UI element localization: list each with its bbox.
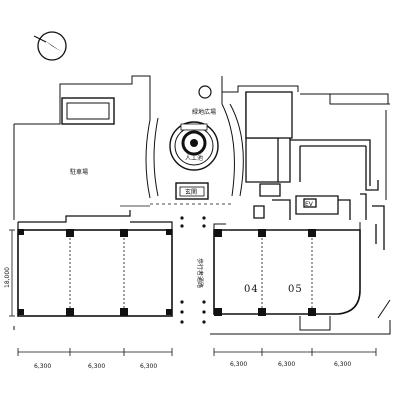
bay-dimension-east-3: 6,300 (334, 361, 351, 368)
bay-dimension-east-2: 6,300 (278, 361, 295, 368)
bay-dimension-east-1: 6,300 (230, 361, 247, 368)
tree-symbol-icon (198, 85, 212, 99)
bay-dimensions-east (213, 348, 377, 356)
east-building (245, 91, 385, 250)
depth-dimension-label: 18,000 (4, 267, 11, 288)
ev-label: EV (305, 201, 314, 208)
pool (61, 97, 115, 125)
walkway (120, 203, 232, 324)
walkway-label: 歩行者通路 (196, 258, 204, 288)
fountain-label: 人工池 (185, 154, 203, 162)
bay-dimension-west-3: 6,300 (140, 363, 157, 370)
bay-dimension-west-1: 6,300 (34, 363, 51, 370)
unit-05-label: 05 (288, 284, 303, 295)
entrance (175, 182, 209, 200)
entrance-label: 玄関 (185, 188, 197, 196)
bay-dimension-west-2: 6,300 (88, 363, 105, 370)
fountain (169, 121, 219, 171)
plaza-label: 緑地広場 (192, 108, 216, 116)
parking-label: 駐車場 (70, 168, 88, 176)
site-boundary (13, 75, 391, 335)
west-building (17, 210, 173, 317)
bay-dimensions-west (17, 348, 173, 356)
plaza-area (145, 103, 244, 199)
unit-04-label: 04 (244, 284, 259, 295)
north-arrow-icon (33, 31, 67, 61)
depth-dimension (9, 229, 15, 317)
east-lower-building (213, 222, 361, 331)
